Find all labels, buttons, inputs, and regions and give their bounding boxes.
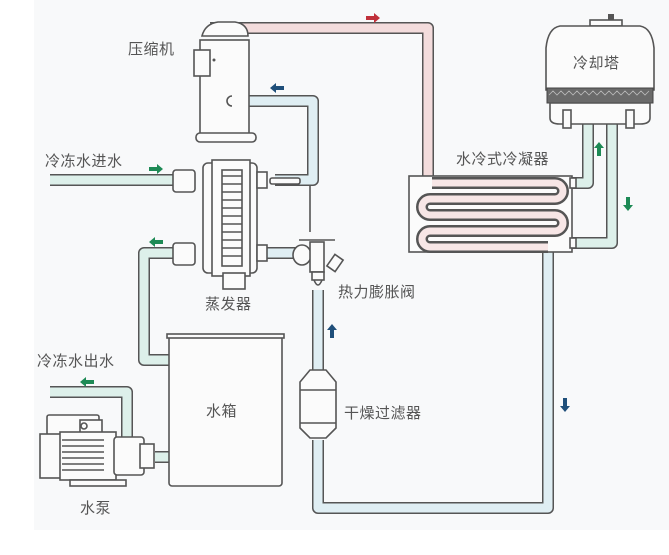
arrow-tower-down	[623, 197, 633, 211]
arrow-chilled-out-evap-left	[149, 237, 163, 247]
water-tank	[166, 333, 285, 487]
cooling-water-pipes	[572, 110, 618, 249]
label-water-cooled-condenser: 水冷式冷凝器	[456, 150, 550, 168]
pump-motor-fins	[62, 439, 104, 471]
thermal-expansion-valve	[292, 239, 345, 286]
arrow-chilled-out-pump-left	[80, 377, 94, 387]
label-chilled-water-out: 冷冻水出水	[37, 352, 115, 370]
arrow-liquid-up	[327, 324, 337, 338]
water-cooled-condenser	[408, 175, 577, 253]
liquid-pipe	[312, 240, 554, 514]
arrow-liquid-down	[560, 398, 570, 412]
evaporator-plates	[222, 175, 242, 257]
arrow-tower-up	[594, 142, 604, 156]
arrow-suction-left	[270, 83, 284, 93]
compressor	[193, 21, 257, 143]
label-water-tank: 水箱	[206, 402, 238, 420]
cooling-tower-fill-media	[546, 87, 654, 104]
pump-outlet-pipe	[50, 386, 133, 437]
label-chilled-water-in: 冷冻水进水	[45, 152, 123, 170]
label-evaporator: 蒸发器	[205, 295, 252, 313]
label-cooling-tower: 冷却塔	[573, 54, 620, 72]
dryer-filter	[299, 369, 337, 439]
label-compressor: 压缩机	[128, 40, 175, 58]
evaporator-to-tank-pipe	[138, 247, 180, 366]
flow-arrows	[80, 13, 633, 412]
arrow-chilled-in-right	[149, 164, 163, 174]
arrow-discharge-right	[366, 13, 380, 23]
water-pump	[39, 414, 155, 487]
evaporator	[172, 159, 301, 290]
label-water-pump: 水泵	[80, 499, 112, 517]
label-thermal-expansion-valve: 热力膨胀阀	[338, 283, 416, 301]
cooling-tower	[545, 14, 655, 129]
label-dryer-filter: 干燥过滤器	[344, 404, 422, 422]
